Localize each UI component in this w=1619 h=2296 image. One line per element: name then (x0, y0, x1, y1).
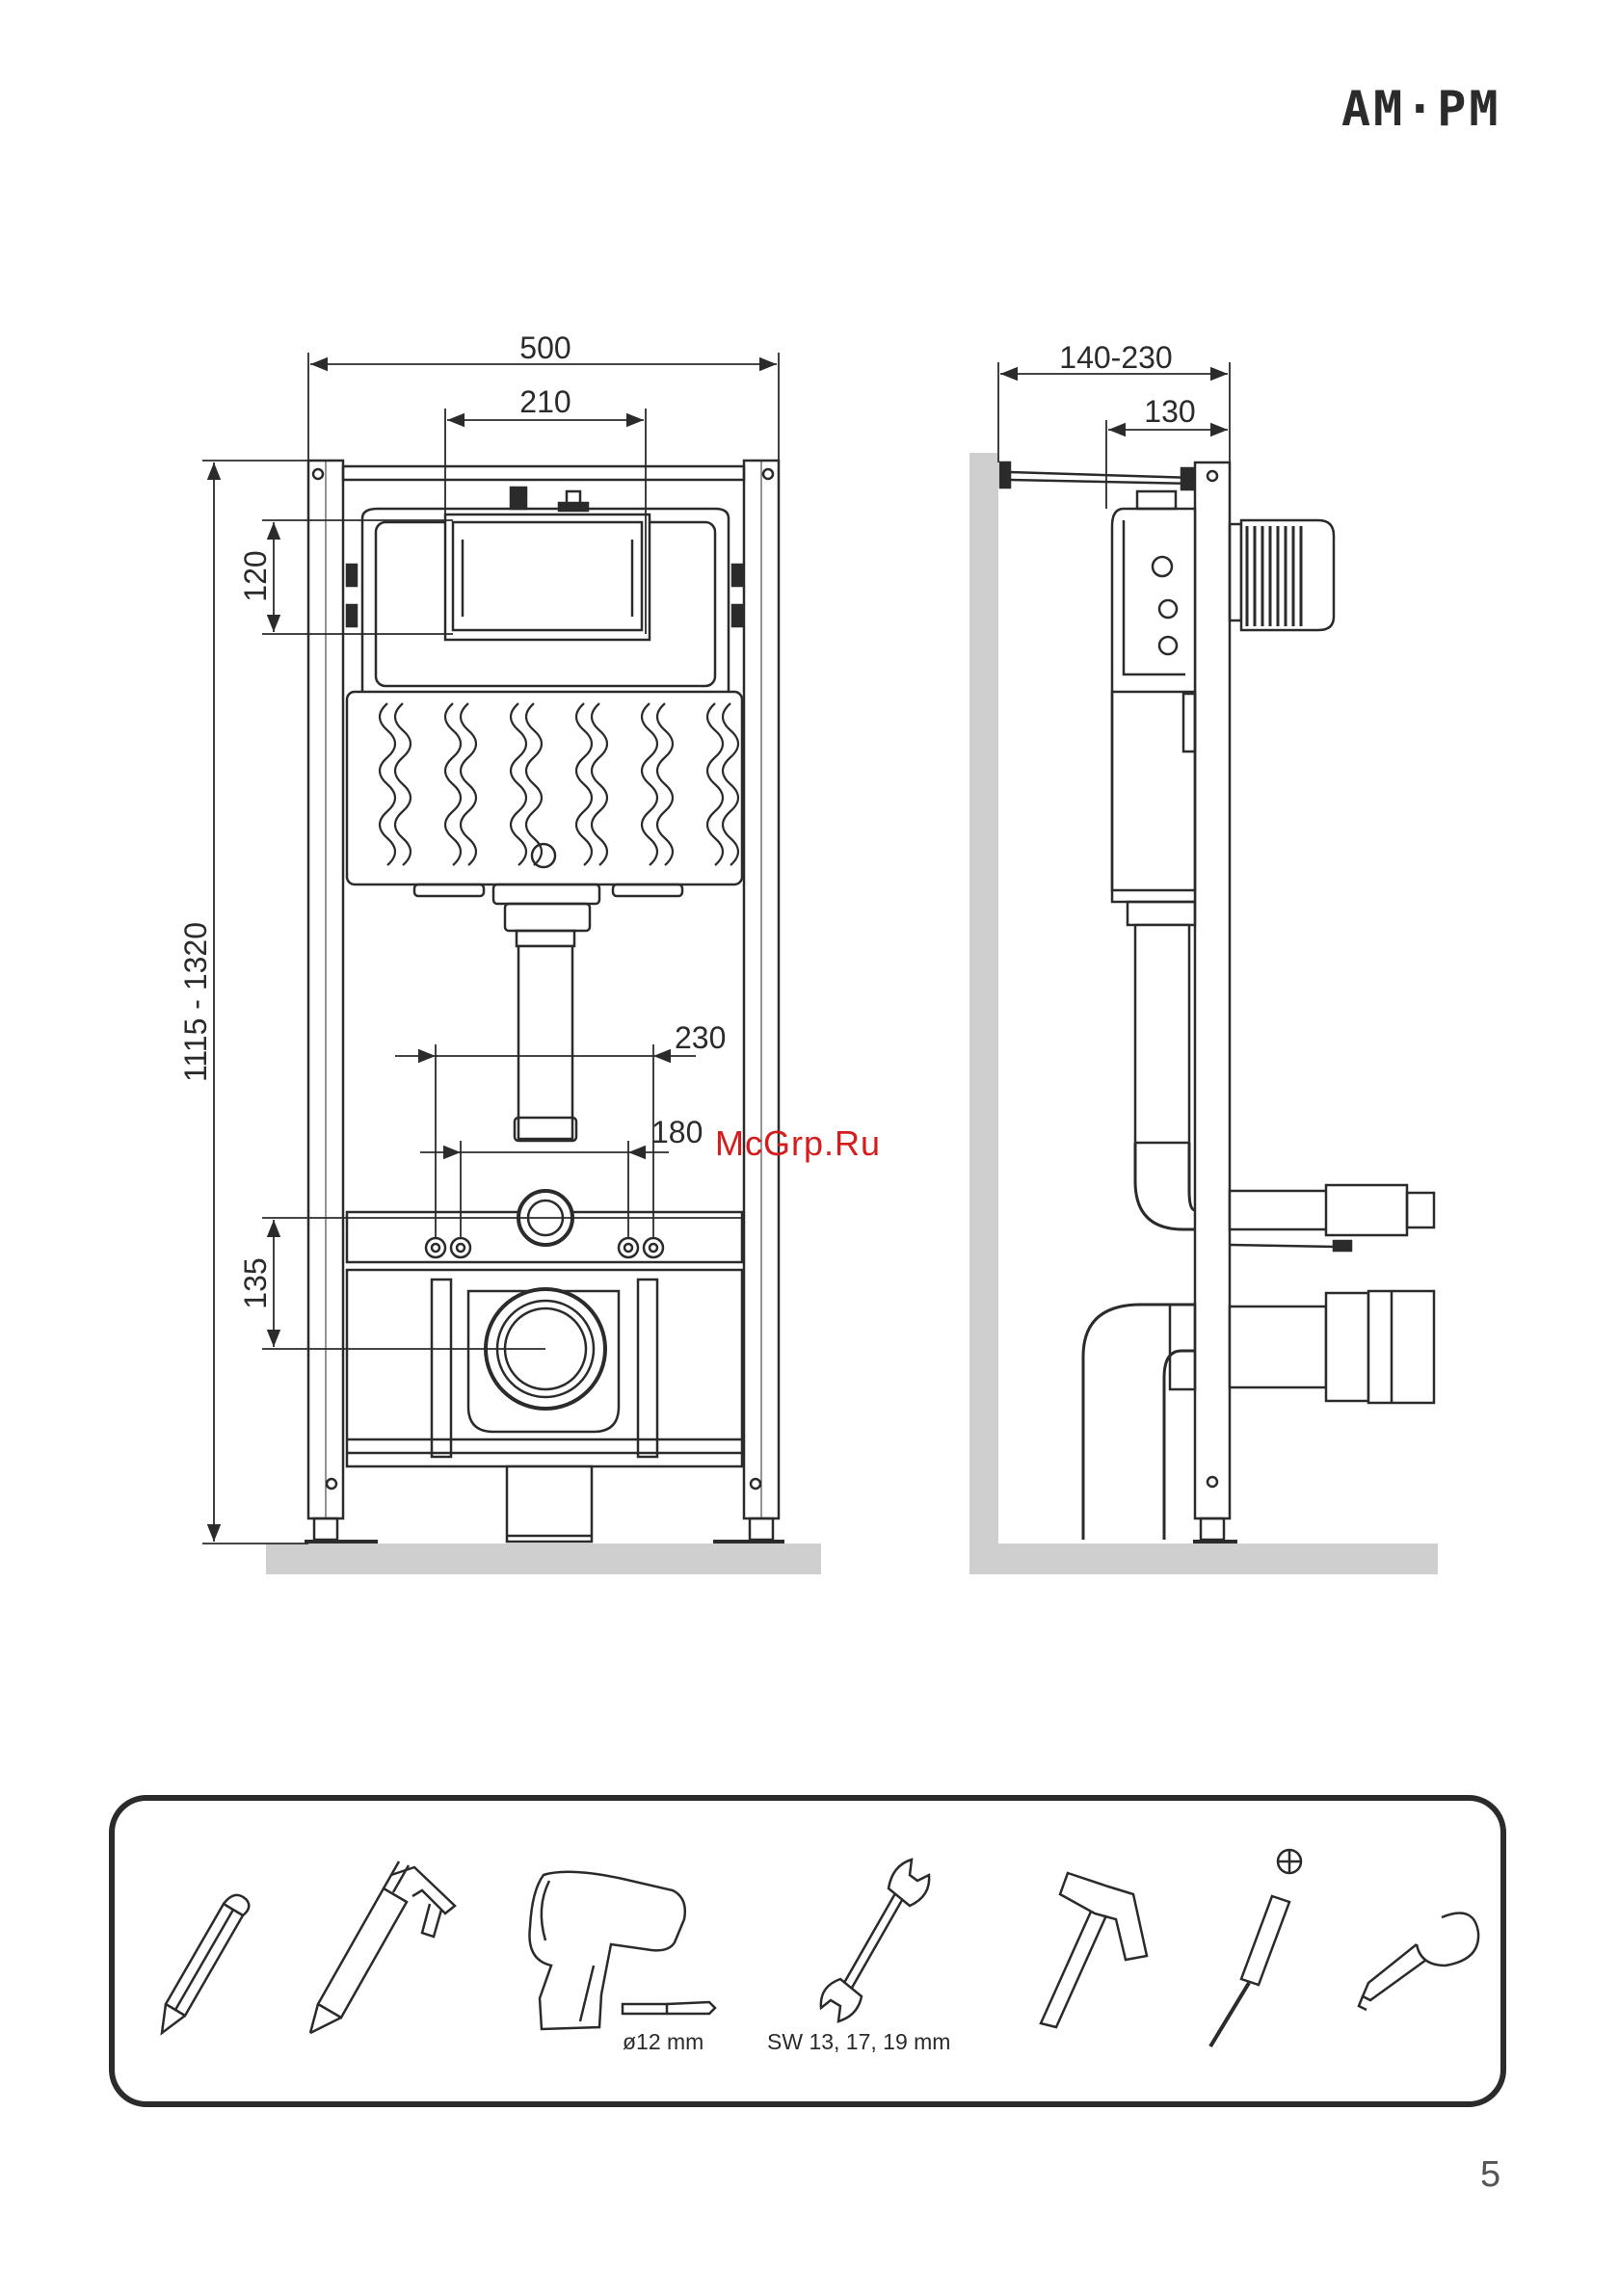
phillips-screwdriver-icon (1210, 1850, 1301, 2046)
dim-bolt-outer: 230 (675, 1020, 726, 1055)
dim-depth-range: 140-230 (1059, 340, 1172, 375)
dim-bolt-inner: 180 (651, 1115, 703, 1149)
pencil-icon (162, 1895, 249, 2033)
side-view-diagram: 140-230 130 (969, 340, 1438, 1574)
wrench-size-caption: SW 13, 17, 19 mm (767, 2029, 950, 2055)
dim-overall-width: 500 (519, 330, 571, 365)
wrench-icon (821, 1860, 929, 2021)
dim-panel-width: 210 (519, 384, 571, 419)
drill-icon (529, 1872, 715, 2029)
dim-panel-height: 120 (238, 550, 273, 601)
watermark-text: McGrp.Ru (715, 1123, 881, 1164)
dim-height-range: 1115 - 1320 (178, 922, 213, 1082)
frame-front (305, 461, 784, 1542)
floor-front (266, 1544, 821, 1574)
hammer-icon (1041, 1873, 1147, 2027)
dim-drain-offset: 135 (238, 1257, 273, 1308)
caulking-gun-icon (310, 1861, 455, 2033)
tape-measure-icon (1359, 1913, 1478, 2010)
page-number: 5 (1480, 2154, 1500, 2196)
dim-depth-frame: 130 (1144, 394, 1195, 429)
tools-panel (112, 1798, 1503, 2104)
drill-bit-size-caption: ø12 mm (623, 2029, 703, 2055)
